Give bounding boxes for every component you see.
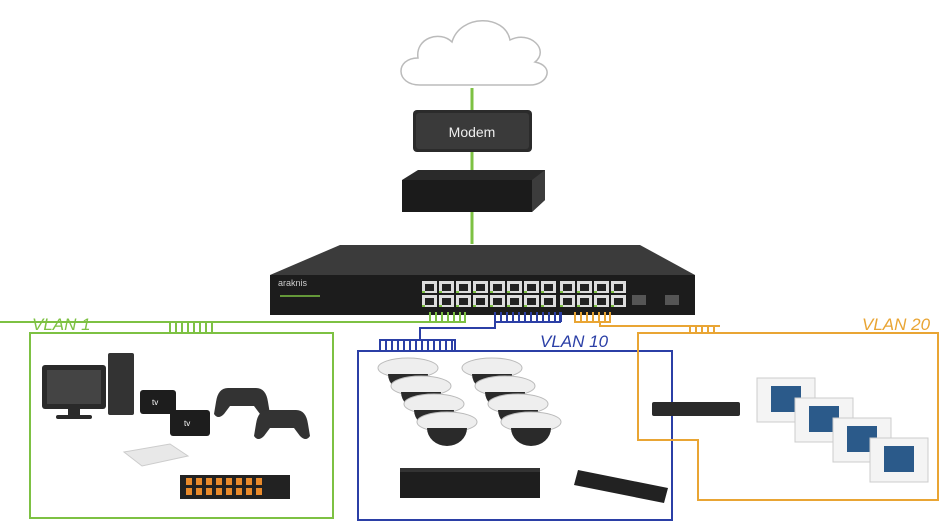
port-led [456, 305, 459, 307]
port-led [594, 291, 597, 293]
camera-dome [511, 428, 551, 446]
port-socket [544, 298, 553, 305]
dome-camera [416, 411, 478, 446]
port-led [507, 305, 510, 307]
touch-panel [869, 437, 929, 483]
switch-brand: araknis [278, 278, 308, 288]
port-led [439, 305, 442, 307]
port-socket [544, 284, 553, 291]
vlan-20-label: VLAN 20 [862, 315, 931, 334]
outlet [216, 478, 222, 485]
port-led [473, 291, 476, 293]
port-socket [493, 298, 502, 305]
panel-screen [884, 446, 914, 472]
port-socket [614, 284, 623, 291]
port-socket [527, 284, 536, 291]
vlan-1-label: VLAN 1 [32, 315, 91, 334]
port-socket [614, 298, 623, 305]
outlet [196, 488, 202, 495]
apple-tv-label: tv [184, 419, 190, 428]
port-led [439, 291, 442, 293]
router [402, 170, 545, 212]
apple-tv: tv [140, 390, 176, 414]
port-socket [563, 284, 572, 291]
port-socket [493, 284, 502, 291]
modem: Modem [413, 110, 532, 152]
wireless-access-point [122, 443, 190, 467]
outlet [206, 478, 212, 485]
port-socket [580, 298, 589, 305]
port-led [541, 305, 544, 307]
port-led [524, 305, 527, 307]
port-led [490, 305, 493, 307]
port-socket [510, 298, 519, 305]
modem-label: Modem [449, 124, 496, 140]
control-processor [652, 402, 740, 416]
port-socket [580, 284, 589, 291]
outlet [246, 478, 252, 485]
dome-camera [500, 411, 562, 446]
port-led [541, 291, 544, 293]
port-socket [527, 298, 536, 305]
network-switch: araknis [270, 245, 695, 315]
port-socket [442, 298, 451, 305]
outlet [256, 478, 262, 485]
outlet [246, 488, 252, 495]
port-led [422, 291, 425, 293]
port-socket [459, 298, 468, 305]
outlet [186, 478, 192, 485]
port-socket [563, 298, 572, 305]
port-led [611, 305, 614, 307]
vlan-1-group: VLAN 1 [0, 312, 466, 519]
outlet [186, 488, 192, 495]
outlet [236, 478, 242, 485]
vlan-10-group: VLAN 10 [357, 312, 673, 521]
port-led [473, 305, 476, 307]
computer-monitor [42, 365, 106, 419]
port-led [490, 291, 493, 293]
camera-dome [427, 428, 467, 446]
outlet [216, 488, 222, 495]
outlet [196, 478, 202, 485]
game-controller-icon [214, 388, 270, 417]
port-led [560, 305, 563, 307]
port-led [594, 305, 597, 307]
port-socket [597, 284, 606, 291]
apple-tv-label: tv [152, 398, 158, 407]
outlet [206, 488, 212, 495]
port-socket [442, 284, 451, 291]
port-led [507, 291, 510, 293]
power-strip [180, 475, 290, 499]
outlet [226, 478, 232, 485]
port-led [611, 291, 614, 293]
port-socket [425, 284, 434, 291]
port-socket [425, 298, 434, 305]
port-led [560, 291, 563, 293]
port-led [524, 291, 527, 293]
port-socket [510, 284, 519, 291]
port-socket [476, 284, 485, 291]
port-socket [459, 284, 468, 291]
desktop-tower [108, 353, 134, 415]
port-led [577, 305, 580, 307]
game-controller-icon [254, 410, 310, 439]
outlet [226, 488, 232, 495]
apple-tv: tv [170, 410, 210, 436]
vlan-10-label: VLAN 10 [540, 332, 609, 351]
nvr-recorder [400, 468, 540, 498]
port-socket [476, 298, 485, 305]
outlet [256, 488, 262, 495]
port-led [422, 305, 425, 307]
port-led [456, 291, 459, 293]
power-strip [574, 470, 668, 503]
cloud-icon [400, 20, 548, 86]
port-socket [597, 298, 606, 305]
port-led [577, 291, 580, 293]
vlan-20-group: VLAN 20 [574, 312, 939, 501]
outlet [236, 488, 242, 495]
